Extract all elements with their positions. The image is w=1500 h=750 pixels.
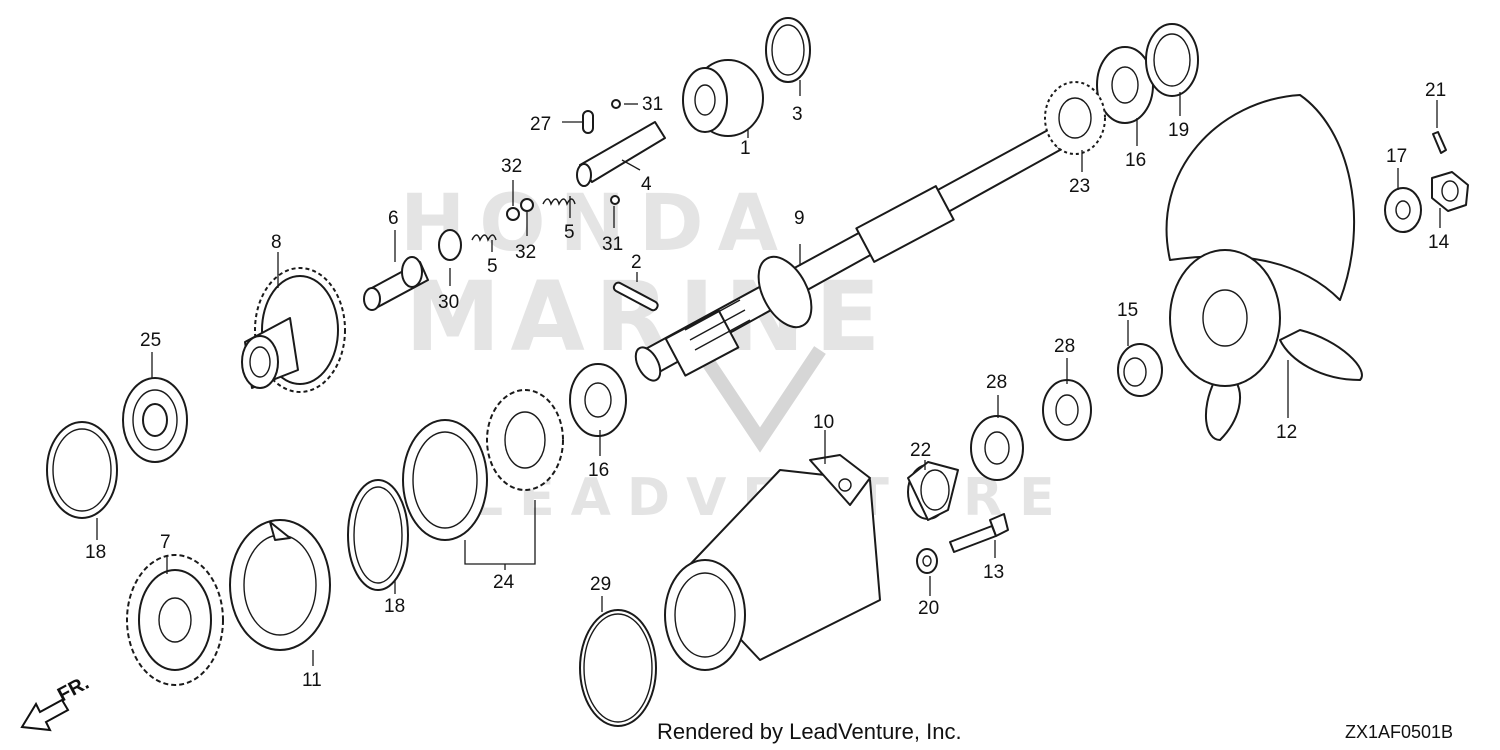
callout-32-bottom: 32 (515, 242, 536, 263)
leader-lines (96, 80, 1441, 666)
callout-10: 10 (813, 412, 834, 433)
watermark-honda: HONDA (400, 179, 792, 269)
callout-29: 29 (590, 574, 611, 595)
callout-32-top: 32 (501, 156, 522, 177)
washer-17 (1384, 187, 1422, 233)
callout-12: 12 (1276, 422, 1297, 443)
callout-4: 4 (641, 174, 652, 195)
propeller-12 (1165, 94, 1363, 441)
bevel-gear-8 (241, 267, 346, 393)
pin-27 (582, 110, 594, 134)
callout-5-lower: 5 (487, 256, 498, 277)
callout-7: 7 (160, 532, 171, 553)
callout-24: 24 (493, 572, 515, 593)
callout-1: 1 (740, 138, 751, 159)
callout-16-right: 16 (1125, 150, 1146, 171)
callout-22: 22 (910, 440, 931, 461)
front-direction-arrow: FR. (20, 672, 93, 732)
callout-19: 19 (1168, 120, 1189, 141)
callout-23: 23 (1069, 176, 1090, 197)
callout-15: 15 (1117, 300, 1138, 321)
clutch-1 (682, 59, 764, 137)
credit-text: Rendered by LeadVenture, Inc. (657, 719, 962, 744)
bearing-holder-housing-10 (664, 454, 881, 671)
callout-11: 11 (302, 670, 322, 691)
bearing-assembly-24 (402, 389, 564, 541)
callout-2: 2 (631, 252, 642, 273)
callout-16-left: 16 (588, 460, 609, 481)
needle-bearing-22 (907, 461, 959, 521)
spring-5-lower (471, 234, 497, 242)
callout-13: 13 (983, 562, 1004, 583)
callout-14: 14 (1428, 232, 1450, 253)
callout-17: 17 (1386, 146, 1407, 167)
callout-5-upper: 5 (564, 222, 575, 243)
washer-20 (916, 548, 938, 574)
retaining-ring-3 (765, 17, 811, 83)
callout-20: 20 (918, 598, 939, 619)
callout-9: 9 (794, 208, 805, 229)
callout-25: 25 (140, 330, 161, 351)
callout-28-right: 28 (1054, 336, 1075, 357)
clip-30 (438, 229, 462, 261)
shift-plunger-6 (363, 256, 429, 311)
callout-28-left: 28 (986, 372, 1007, 393)
nut-14 (1431, 171, 1469, 212)
cross-pin-2 (612, 281, 659, 312)
ball-31-bottom (610, 195, 620, 205)
callout-31-bottom: 31 (602, 234, 623, 255)
callout-8: 8 (271, 232, 282, 253)
bearing-25 (122, 377, 188, 463)
shim-ring-18-center (347, 479, 409, 591)
bevel-gear-7 (126, 554, 224, 686)
ball-32-left (506, 207, 520, 221)
callout-30: 30 (438, 292, 459, 313)
washer-16-right (1096, 46, 1154, 124)
watermark-logo-mark (694, 346, 826, 453)
washer-16-left (569, 363, 627, 437)
callout-6: 6 (388, 208, 399, 229)
callout-numbers: 1 2 3 4 5 5 6 7 8 9 10 11 12 13 14 15 16… (85, 80, 1450, 691)
bearing-holder-11 (229, 519, 331, 651)
callout-27: 27 (530, 114, 551, 135)
callout-21: 21 (1425, 80, 1446, 101)
ball-32-right (520, 198, 534, 212)
o-ring-29 (579, 609, 657, 727)
callout-3: 3 (792, 104, 803, 125)
shift-slider-4 (576, 121, 666, 187)
thrust-bearing-23 (1044, 81, 1106, 155)
shim-ring-18-left (46, 421, 118, 519)
callout-18-center: 18 (384, 596, 405, 617)
cotter-pin-21 (1432, 131, 1447, 154)
figure-code: ZX1AF0501B (1345, 722, 1454, 742)
propeller-shaft (634, 129, 1061, 382)
oil-seal-28-left (970, 415, 1024, 481)
callout-18-left: 18 (85, 542, 106, 563)
oil-seal-28-right (1042, 379, 1092, 441)
bolt-13 (949, 513, 1009, 553)
callout-31-top: 31 (642, 94, 663, 115)
ball-31-top (611, 99, 621, 109)
